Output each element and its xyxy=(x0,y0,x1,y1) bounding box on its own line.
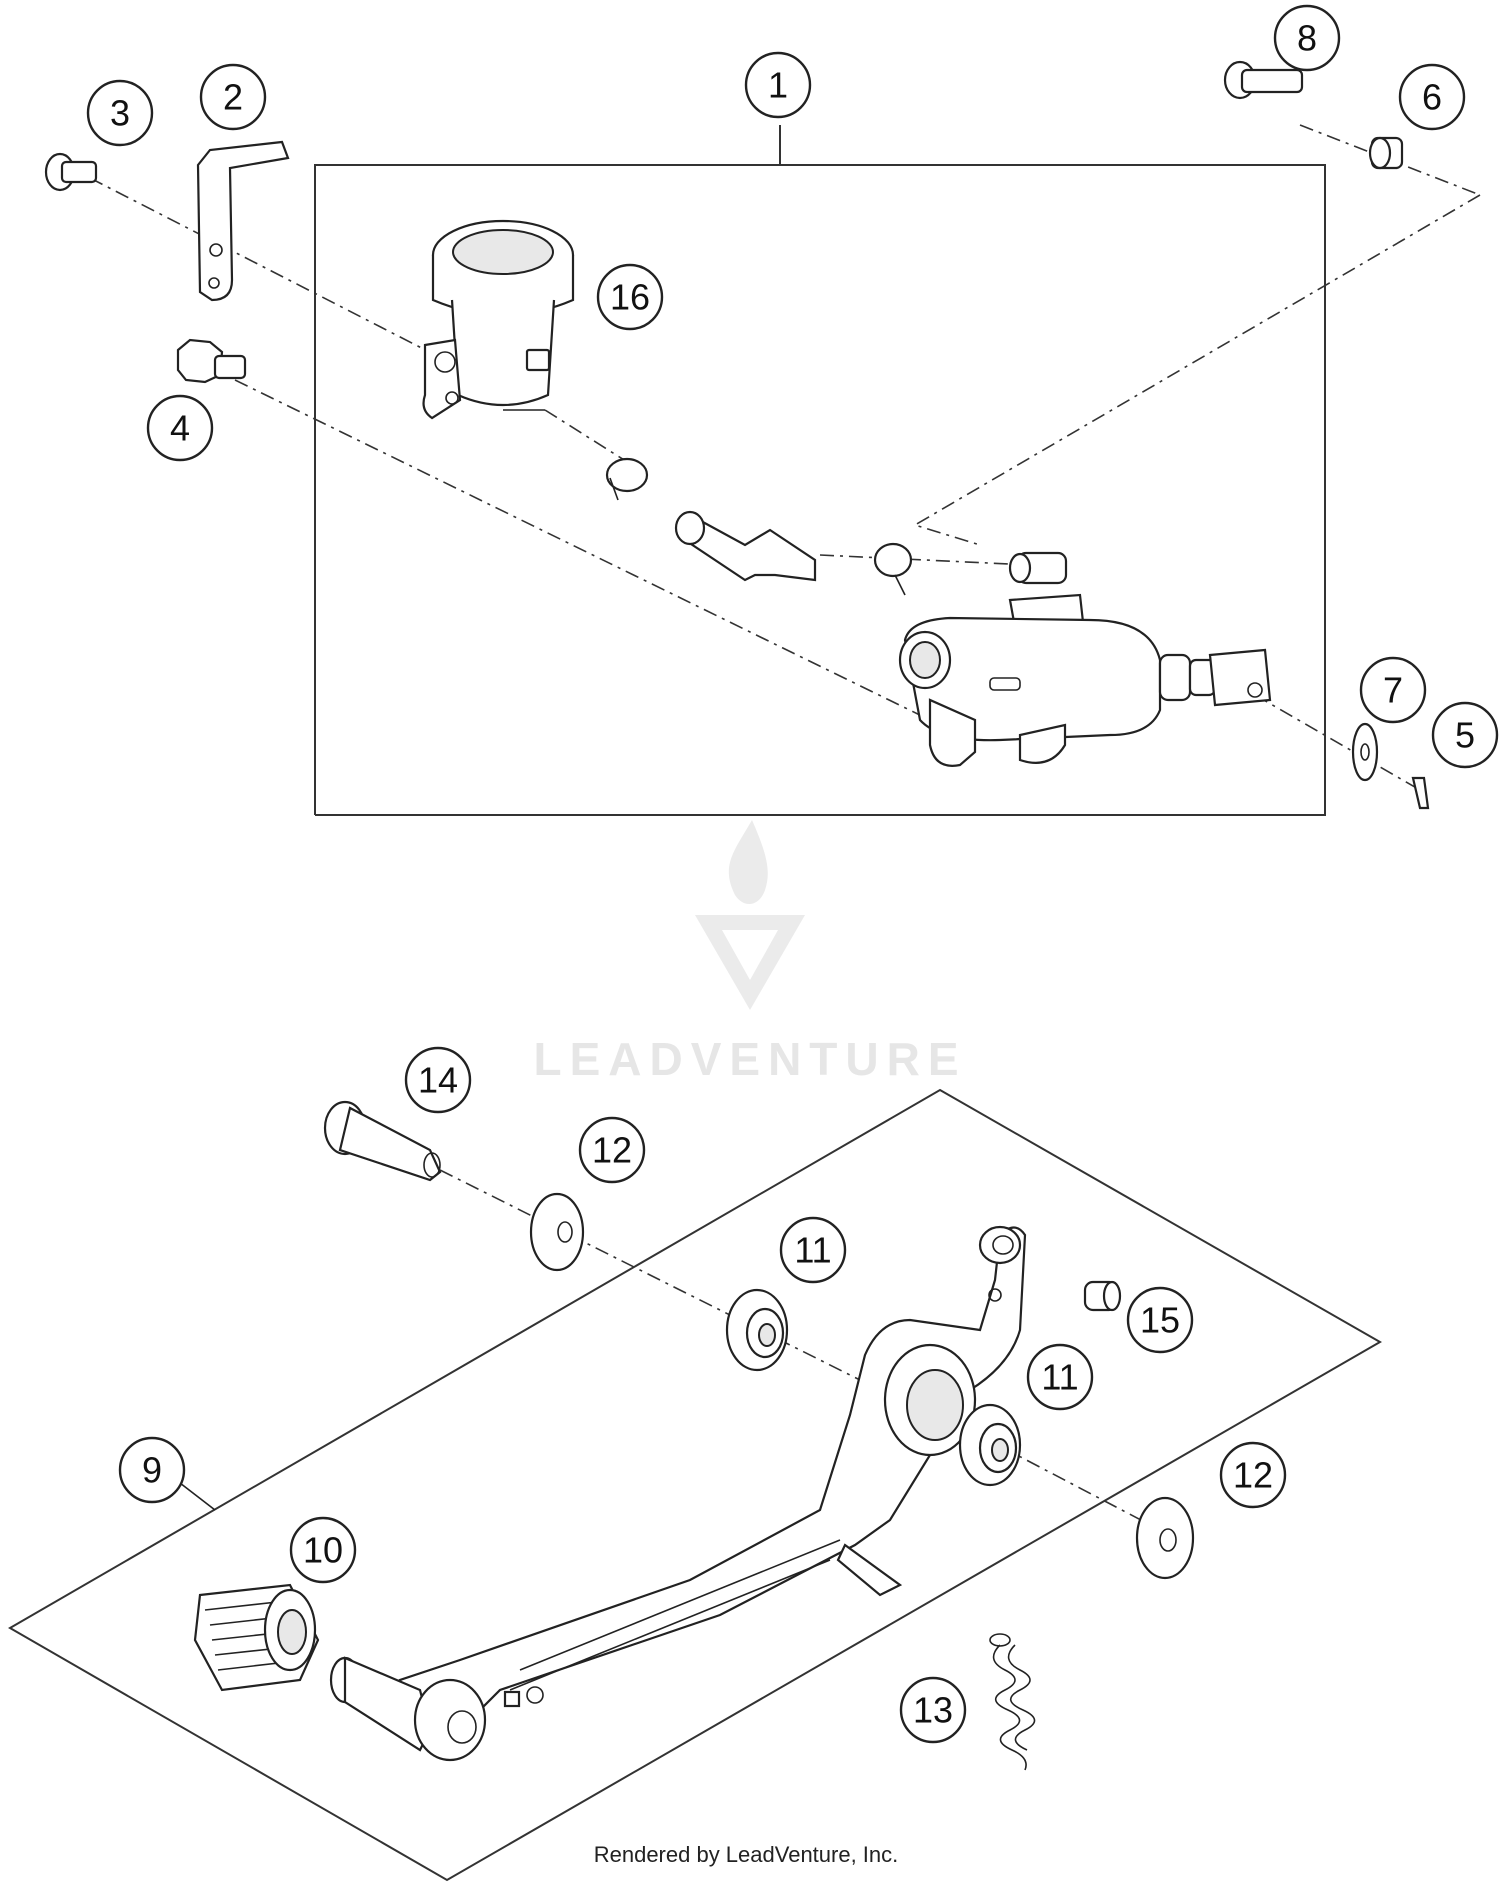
callout-7: 7 xyxy=(1359,656,1427,724)
callout-8: 8 xyxy=(1273,4,1341,72)
callout-15: 15 xyxy=(1126,1286,1194,1354)
callout-14-label: 14 xyxy=(418,1060,458,1101)
callout-13-label: 13 xyxy=(913,1690,953,1731)
callout-9-leader xyxy=(179,1482,216,1511)
pin-part-8 xyxy=(1223,60,1304,100)
callout-6: 6 xyxy=(1398,63,1466,131)
callout-12-lower: 12 xyxy=(1219,1441,1287,1509)
callout-9: 9 xyxy=(118,1436,186,1504)
callout-15-label: 15 xyxy=(1140,1300,1180,1341)
spring-part-13 xyxy=(989,1633,1036,1771)
rendered-by-credit: Rendered by LeadVenture, Inc. xyxy=(594,1842,899,1867)
callout-4: 4 xyxy=(146,394,214,462)
bushing-part-6 xyxy=(1368,136,1404,170)
callout-4-label: 4 xyxy=(170,408,190,449)
callout-13: 13 xyxy=(899,1676,967,1744)
brake-pedal-assembly-frame xyxy=(8,1088,1383,1882)
callout-10-label: 10 xyxy=(303,1530,343,1571)
callout-11-lower: 11 xyxy=(1026,1343,1094,1411)
pedal-peg xyxy=(329,1656,487,1762)
callout-11-lower-label: 11 xyxy=(1041,1357,1078,1398)
callout-5: 5 xyxy=(1431,701,1499,769)
callout-12-upper: 12 xyxy=(578,1116,646,1184)
watermark-text: LEADVENTURE xyxy=(533,1033,966,1085)
callout-12-upper-label: 12 xyxy=(592,1130,632,1171)
pivot-bolt-part-14 xyxy=(323,1100,442,1182)
fluid-reservoir-part-16 xyxy=(422,219,575,420)
callout-2: 2 xyxy=(199,63,267,131)
bolt-part-4 xyxy=(176,338,247,384)
callout-2-label: 2 xyxy=(223,77,243,118)
callout-6-label: 6 xyxy=(1422,77,1442,118)
callout-16: 16 xyxy=(596,263,664,331)
washer-part-7 xyxy=(1351,722,1379,782)
callout-5-label: 5 xyxy=(1455,715,1475,756)
bracket-part-2 xyxy=(196,140,290,302)
pedal-rubber-part-10 xyxy=(193,1583,320,1692)
washer-part-12-lower xyxy=(1135,1496,1195,1580)
brake-pedal-lever xyxy=(398,1225,1027,1732)
callout-7-label: 7 xyxy=(1383,670,1403,711)
callout-16-label: 16 xyxy=(610,277,650,318)
bearing-part-11-lower xyxy=(958,1403,1022,1487)
callout-1-label: 1 xyxy=(768,65,788,106)
bushing-part-15 xyxy=(1083,1280,1122,1312)
callout-11-upper-label: 11 xyxy=(794,1230,831,1271)
washer-part-12-upper xyxy=(529,1192,585,1272)
callout-12-lower-label: 12 xyxy=(1233,1455,1273,1496)
reservoir-hose xyxy=(674,510,817,582)
leadventure-watermark-logo: LEADVENTURE xyxy=(533,820,966,1085)
callout-10: 10 xyxy=(289,1516,357,1584)
callout-14: 14 xyxy=(404,1046,472,1114)
hose-clamp-lower xyxy=(873,542,913,596)
bolt-part-3 xyxy=(44,152,98,192)
hose-clamp-upper xyxy=(605,457,649,501)
callout-1: 1 xyxy=(744,51,812,119)
callout-11-upper: 11 xyxy=(779,1216,847,1284)
callout-9-label: 9 xyxy=(142,1450,162,1491)
upper-assembly-lines xyxy=(89,124,1481,791)
callout-3-label: 3 xyxy=(110,93,130,134)
master-cylinder-assembly-frame xyxy=(314,125,1326,816)
cotter-pin-part-5 xyxy=(1411,776,1430,810)
master-cylinder-body xyxy=(898,551,1272,767)
callout-3: 3 xyxy=(86,79,154,147)
bearing-part-11-upper xyxy=(725,1288,789,1372)
callout-8-label: 8 xyxy=(1297,18,1317,59)
